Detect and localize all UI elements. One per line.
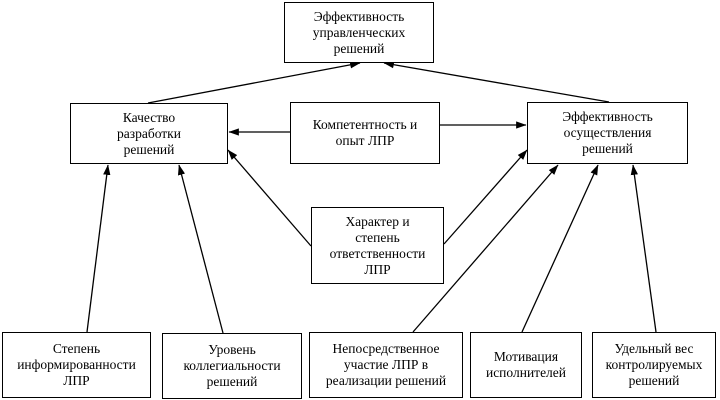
box-label: Уровень коллегиальности решений xyxy=(183,342,281,389)
arrow-left-to-top xyxy=(147,61,361,104)
arrow-right-to-top xyxy=(383,61,610,103)
arrow-b4-to-right xyxy=(521,164,599,333)
arrow-b3-to-right xyxy=(412,164,559,333)
box-label: Компетентность и опыт ЛПР xyxy=(312,117,418,148)
arrow-b1-to-left xyxy=(86,164,111,333)
box-label: Эффективность осуществления решений xyxy=(562,109,653,156)
box-label: Непосредственное участие ЛПР в реализаци… xyxy=(325,341,447,388)
box-competence-experience: Компетентность и опыт ЛПР xyxy=(290,102,440,164)
box-decision-development-quality: Качество разработки решений xyxy=(70,103,228,164)
box-implementation-efficiency: Эффективность осуществления решений xyxy=(527,102,688,164)
box-motivation: Мотивация исполнителей xyxy=(470,332,582,398)
arrow-middle-to-left xyxy=(227,149,312,247)
box-collegiality: Уровень коллегиальности решений xyxy=(162,333,302,399)
box-management-decision-efficiency: Эффективность управленческих решений xyxy=(284,2,434,63)
arrow-middle-to-right xyxy=(443,149,528,245)
box-informedness: Степень информированности ЛПР xyxy=(2,332,151,398)
box-label: Удельный вес контролируемых решений xyxy=(605,341,703,388)
box-direct-participation: Непосредственное участие ЛПР в реализаци… xyxy=(309,332,463,398)
arrow-b5-to-right xyxy=(630,164,657,333)
box-label: Степень информированности ЛПР xyxy=(17,341,136,388)
arrow-b2-to-left xyxy=(177,164,224,334)
box-label: Эффективность управленческих решений xyxy=(312,8,406,56)
box-label: Мотивация исполнителей xyxy=(485,349,567,380)
box-controlled-share: Удельный вес контролируемых решений xyxy=(592,332,716,398)
box-label: Качество разработки решений xyxy=(117,109,181,157)
box-label: Характер и степень ответственности ЛПР xyxy=(329,213,426,277)
box-responsibility: Характер и степень ответственности ЛПР xyxy=(311,207,444,284)
